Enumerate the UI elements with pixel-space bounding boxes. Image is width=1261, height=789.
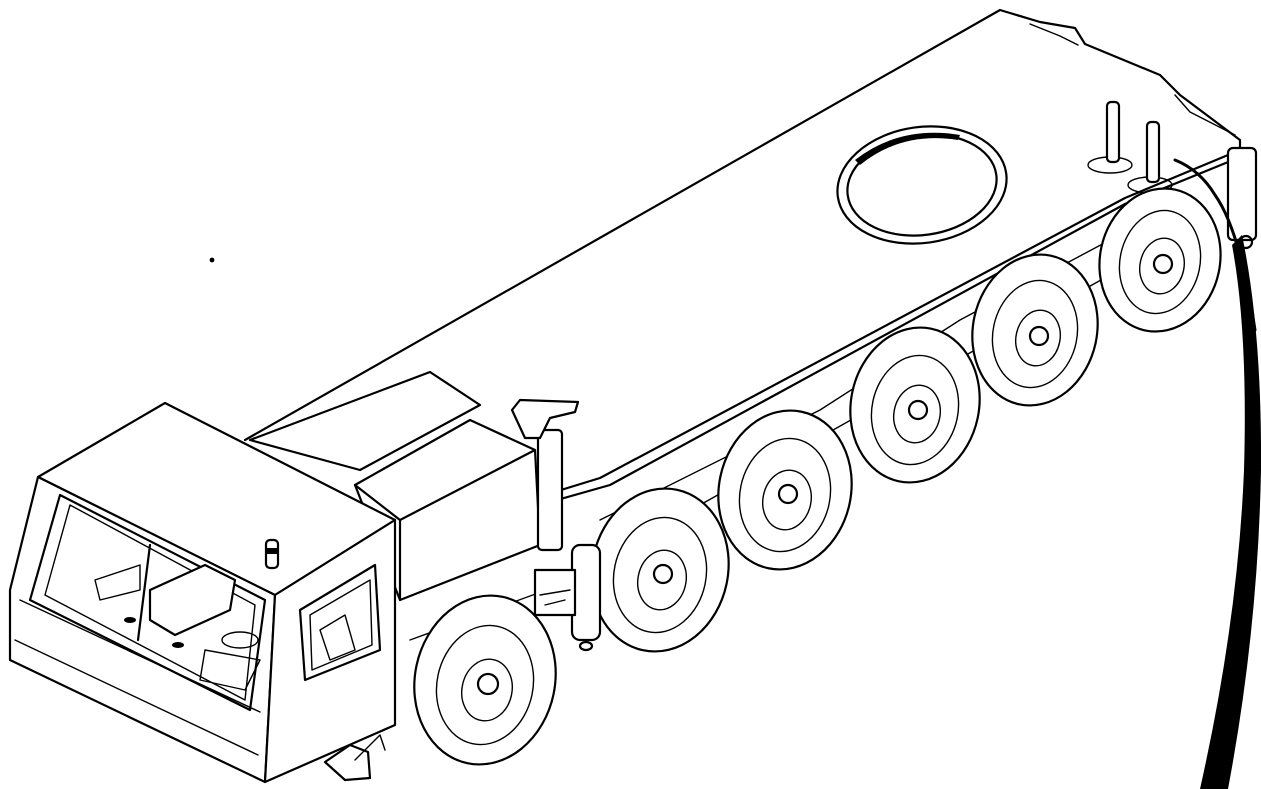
fuel-tank: [533, 543, 602, 652]
deck-front-corner: [1029, 23, 1079, 46]
wheels: [413, 187, 1222, 766]
wheel-1: [413, 594, 557, 766]
rear-posts: [1087, 100, 1258, 250]
wheel-4: [849, 326, 981, 484]
wheel-3: [717, 409, 853, 571]
engine-compartment: [248, 370, 542, 602]
exhaust-stack: [510, 398, 580, 552]
wheel-5: [971, 253, 1099, 407]
wheel-6: [1098, 187, 1222, 333]
deck-corner-bevel: [1174, 94, 1236, 136]
speck: [209, 257, 215, 263]
deck-top-surface: [243, 8, 1242, 542]
tow-cable: [1173, 158, 1261, 789]
cab: [8, 401, 397, 784]
turntable-ring: [836, 125, 1008, 245]
